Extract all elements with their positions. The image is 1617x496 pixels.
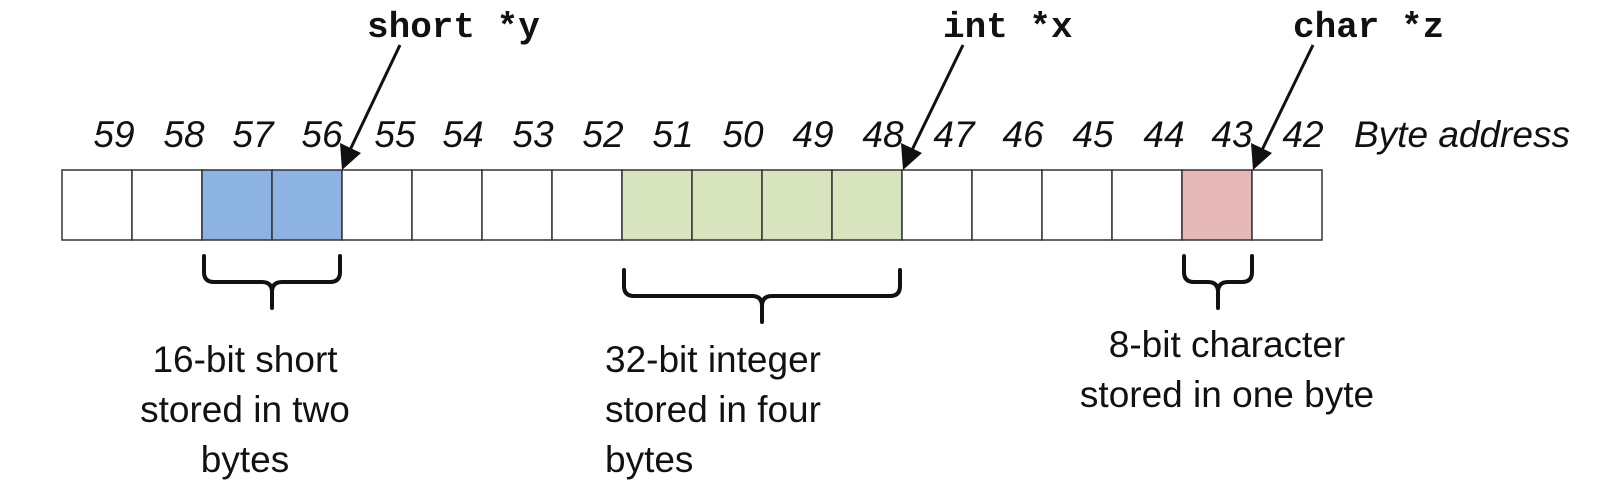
address-label: 50 xyxy=(722,114,764,155)
address-label: 44 xyxy=(1143,114,1184,155)
memory-cells xyxy=(61,169,1323,241)
memory-cell xyxy=(131,169,203,241)
address-label: 51 xyxy=(652,114,693,155)
address-label: 55 xyxy=(374,114,416,155)
pointer-arrow xyxy=(348,44,402,151)
arrow-head xyxy=(1251,143,1272,170)
memory-cell-int xyxy=(691,169,763,241)
pointer-arrow xyxy=(1260,44,1315,151)
memory-cell xyxy=(551,169,623,241)
short-brace xyxy=(202,254,342,310)
description-line: stored in two xyxy=(140,389,350,430)
address-label: 59 xyxy=(93,114,134,155)
pointer-label: int *x xyxy=(943,7,1073,48)
pointer-int-x: int *x xyxy=(901,7,1073,170)
address-label: 56 xyxy=(301,114,343,155)
memory-cell xyxy=(341,169,413,241)
memory-cell xyxy=(1111,169,1183,241)
memory-cell-int xyxy=(621,169,693,241)
address-label: 58 xyxy=(163,114,205,155)
memory-cell xyxy=(1251,169,1323,241)
memory-cell-int xyxy=(761,169,833,241)
description-line: stored in four xyxy=(605,389,821,430)
description-line: 32-bit integer xyxy=(605,339,821,380)
address-label: 54 xyxy=(442,114,483,155)
description-line: 16-bit short xyxy=(152,339,338,380)
memory-cell-short xyxy=(201,169,273,241)
address-label: 49 xyxy=(792,114,833,155)
byte-address-axis-label: Byte address xyxy=(1354,114,1570,155)
pointer-label: short *y xyxy=(367,7,540,48)
int-description: 32-bit integer stored in four bytes xyxy=(605,339,821,480)
address-labels: 59 58 57 56 55 54 53 52 51 50 49 48 47 4… xyxy=(93,114,1570,155)
address-label: 57 xyxy=(232,114,275,155)
int-brace xyxy=(622,268,902,324)
char-description: 8-bit character stored in one byte xyxy=(1080,324,1374,415)
arrow-head xyxy=(340,143,361,170)
memory-cell xyxy=(61,169,133,241)
address-label: 46 xyxy=(1002,114,1044,155)
memory-cell-short xyxy=(271,169,343,241)
memory-cell xyxy=(411,169,483,241)
memory-cell-char xyxy=(1181,169,1253,241)
pointer-label: char *z xyxy=(1293,7,1444,48)
arrow-head xyxy=(901,143,922,170)
address-label: 43 xyxy=(1211,114,1253,155)
description-line: bytes xyxy=(605,439,693,480)
description-line: stored in one byte xyxy=(1080,374,1374,415)
pointer-arrow xyxy=(910,44,965,151)
char-brace xyxy=(1182,254,1254,310)
memory-cell-int xyxy=(831,169,903,241)
memory-cell xyxy=(481,169,553,241)
address-label: 48 xyxy=(862,114,904,155)
address-label: 52 xyxy=(582,114,624,155)
address-label: 45 xyxy=(1072,114,1114,155)
short-description: 16-bit short stored in two bytes xyxy=(140,339,350,480)
description-line: 8-bit character xyxy=(1109,324,1346,365)
memory-cell xyxy=(971,169,1043,241)
description-line: bytes xyxy=(201,439,289,480)
address-label: 47 xyxy=(933,114,976,155)
pointer-short-y: short *y xyxy=(340,7,540,170)
address-label: 53 xyxy=(512,114,554,155)
pointer-char-z: char *z xyxy=(1251,7,1444,170)
memory-cell xyxy=(1041,169,1113,241)
memory-cell xyxy=(901,169,973,241)
address-label: 42 xyxy=(1282,114,1324,155)
